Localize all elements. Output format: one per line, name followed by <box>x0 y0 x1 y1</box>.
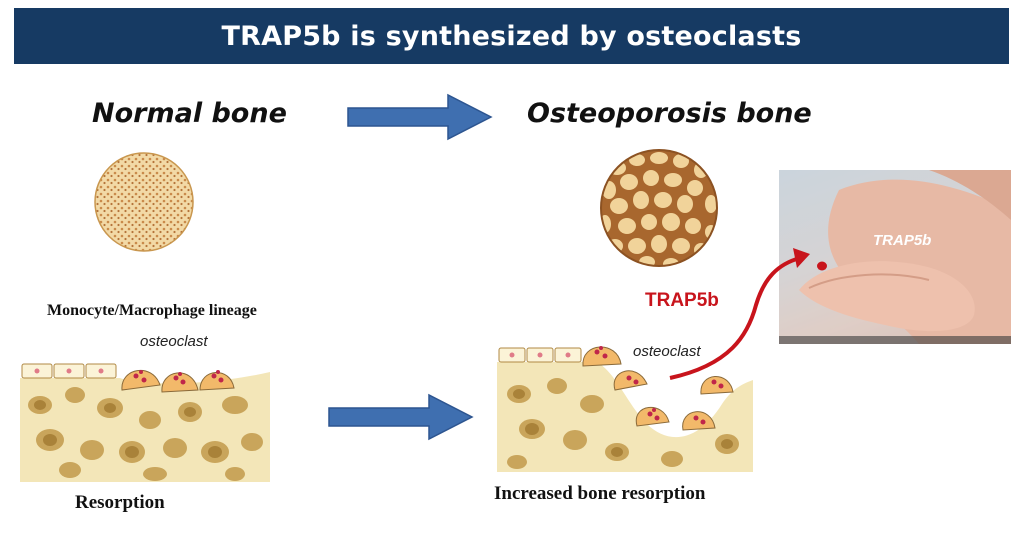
photo-trap5b-label: TRAP5b <box>873 232 932 249</box>
blood-drop-icon <box>817 261 827 271</box>
resorption-label: Resorption <box>75 492 165 513</box>
title-banner: TRAP5b is synthesized by osteoclasts <box>14 8 1009 64</box>
left-osteoclast-label: osteoclast <box>140 333 208 350</box>
normal-bone-section <box>20 363 270 482</box>
normal-bone-cross-section <box>94 152 194 252</box>
increased-resorption-label: Increased bone resorption <box>494 483 706 504</box>
osteoporosis-bone-label: Osteoporosis bone <box>527 98 812 129</box>
curved-arrow-icon <box>669 248 810 380</box>
right-arrow-icon <box>328 393 474 441</box>
right-arrow-icon <box>347 93 493 141</box>
lineage-label: Monocyte/Macrophage lineage <box>47 302 257 319</box>
right-osteoclast-label: osteoclast <box>633 343 701 360</box>
osteoporosis-bone-section <box>497 346 753 472</box>
osteoporosis-bone-cross-section <box>600 149 718 267</box>
finger-prick-photo: TRAP5b <box>779 170 1011 344</box>
normal-bone-label: Normal bone <box>92 98 287 129</box>
page-title: TRAP5b is synthesized by osteoclasts <box>221 20 802 52</box>
trap5b-release-label: TRAP5b <box>645 290 719 311</box>
